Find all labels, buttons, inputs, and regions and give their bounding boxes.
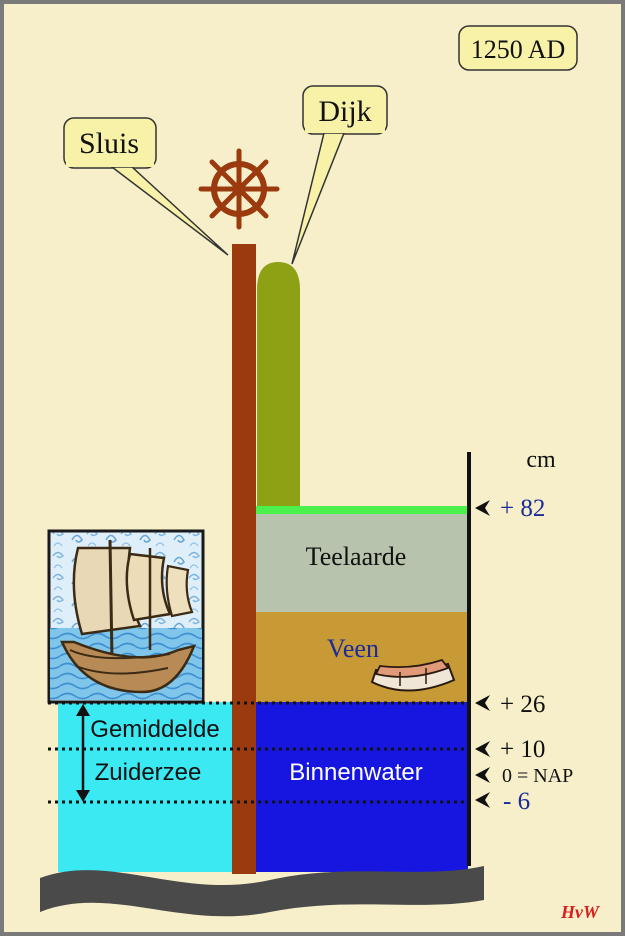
sluice-post	[232, 244, 256, 874]
scale-unit: cm	[526, 447, 556, 473]
zuiderzee-water	[58, 702, 233, 872]
year-label: 1250 AD	[471, 35, 566, 64]
binnenwater-label: Binnenwater	[289, 759, 422, 786]
dike	[257, 262, 300, 506]
dijk-label: Dijk	[318, 95, 371, 128]
signature: HvW	[560, 902, 601, 922]
scale-tick-label: + 10	[500, 736, 545, 763]
teelaarde-layer	[256, 512, 468, 612]
ship-picture	[47, 529, 205, 704]
sluice-wheel-icon	[198, 148, 280, 230]
scale-tick-markers	[475, 500, 490, 808]
dijk-callout: Dijk	[291, 85, 388, 265]
level-range-arrow	[76, 704, 90, 802]
veen-label: Veen	[327, 634, 379, 663]
scale-tick-label: 0 = NAP	[502, 765, 573, 787]
sluis-label: Sluis	[79, 127, 139, 160]
level-lines	[48, 701, 468, 804]
scale-tick-label: + 26	[500, 691, 545, 718]
sluis-callout: Sluis	[63, 117, 229, 256]
ground-band	[40, 866, 484, 917]
zuiderzee-label-line1: Gemiddelde	[90, 716, 219, 743]
zuiderzee-label-line2: Zuiderzee	[95, 759, 202, 786]
binnenwater-layer	[256, 702, 468, 872]
grass-strip	[256, 506, 468, 514]
rowboat-icon	[370, 658, 456, 692]
year-badge: 1250 AD	[458, 25, 578, 71]
scale-tick-label: + 82	[500, 495, 545, 522]
scale-tick-label: - 6	[503, 788, 530, 815]
teelaarde-label: Teelaarde	[306, 542, 407, 571]
